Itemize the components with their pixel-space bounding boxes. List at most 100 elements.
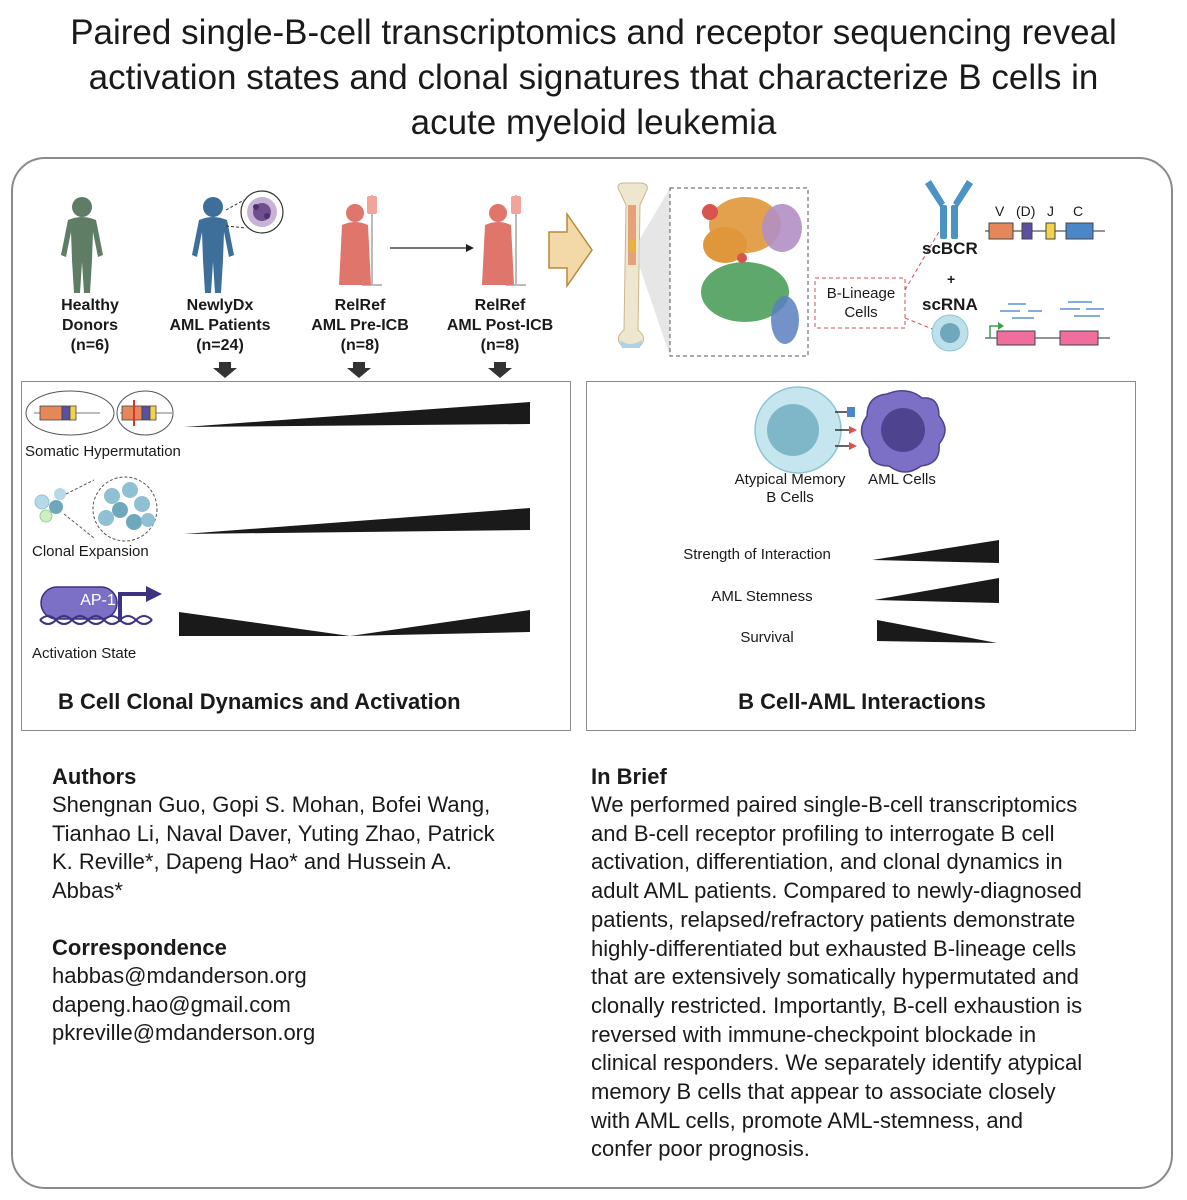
atypical-memory-b-cells-label: Atypical Memory B Cells xyxy=(725,471,855,507)
in-brief-line: with AML cells, promote AML-stemness, an… xyxy=(591,1107,1024,1133)
newlydx-patient-figure xyxy=(192,197,234,293)
plus-sign: + xyxy=(947,271,956,287)
atypical-memory-b-cell-icon xyxy=(754,386,842,474)
scrna-label: scRNA xyxy=(922,295,978,314)
pre-to-post-arrow xyxy=(390,244,474,252)
aml-cells-label: AML Cells xyxy=(868,471,936,488)
right-panel-title: B Cell-AML Interactions xyxy=(738,689,986,714)
in-brief-line: that are extensively somatically hypermu… xyxy=(591,964,1079,990)
authors-line: Tianhao Li, Naval Daver, Yuting Zhao, Pa… xyxy=(52,820,495,846)
in-brief-text: We performed paired single-B-cell transc… xyxy=(591,791,1151,1164)
in-brief-line: confer poor prognosis. xyxy=(591,1136,810,1162)
b-lineage-line: Cells xyxy=(844,304,878,321)
left-panel-title: B Cell Clonal Dynamics and Activation xyxy=(58,689,461,714)
graphical-abstract-title: Paired single-B-cell transcriptomics and… xyxy=(20,10,1167,145)
in-brief-line: activation, differentiation, and clonal … xyxy=(591,849,1063,875)
in-brief-line: reversed with immune-checkpoint blockade… xyxy=(591,1021,1037,1047)
b-lineage-callout xyxy=(814,229,941,331)
cohort-count: (n=6) xyxy=(70,337,110,354)
in-brief-line: and B-cell receptor profiling to interro… xyxy=(591,820,1055,846)
cohort-label-relref-pre: RelRef AML Pre-ICB (n=8) xyxy=(295,296,425,356)
authors-list: Shengnan Guo, Gopi S. Mohan, Bofei Wang,… xyxy=(52,791,572,906)
aml-cell-icon xyxy=(860,390,946,473)
cohort-count: (n=24) xyxy=(196,337,244,354)
clonal-expansion-label: Clonal Expansion xyxy=(32,543,149,560)
survival-label: Survival xyxy=(740,629,794,646)
bone-marrow-icon xyxy=(617,182,670,356)
relref-post-icb-patient-figure xyxy=(482,195,526,286)
activation-state-valley-wedge xyxy=(179,610,530,636)
correspondence-emails: habbas@mdanderson.org dapeng.hao@gmail.c… xyxy=(52,962,572,1048)
cell-label-line: B Cells xyxy=(766,489,814,506)
cell-label-line: Atypical Memory xyxy=(734,471,846,488)
authors-heading: Authors xyxy=(52,764,137,789)
email-link[interactable]: dapeng.hao@gmail.com xyxy=(52,991,291,1017)
cohort-subname: AML Patients xyxy=(169,317,271,334)
cohort-illustrations xyxy=(61,180,1110,378)
activation-state-label: Activation State xyxy=(32,645,137,662)
authors-line: Shengnan Guo, Gopi S. Mohan, Bofei Wang, xyxy=(52,792,491,817)
abstract-frame xyxy=(11,157,1173,1189)
in-brief-line: clonally restricted. Importantly, B-cell… xyxy=(591,992,1083,1018)
umap-plot-icon xyxy=(669,187,809,357)
cohort-count: (n=8) xyxy=(480,337,520,354)
antibody-icon xyxy=(925,180,973,239)
cohort-name: RelRef xyxy=(474,297,526,314)
in-brief-line: memory B cells that appear to associate … xyxy=(591,1079,1056,1105)
segment-d-label: (D) xyxy=(1016,203,1036,219)
authors-section: Authors Shengnan Guo, Gopi S. Mohan, Bof… xyxy=(52,763,572,1048)
down-arrow-icon xyxy=(213,362,512,378)
title-line: acute myeloid leukemia xyxy=(410,103,777,142)
in-brief-line: patients, relapsed/refractory patients d… xyxy=(591,906,1076,932)
email-link[interactable]: pkreville@mdanderson.org xyxy=(52,1020,316,1046)
b-lineage-cells-label: B-Lineage Cells xyxy=(818,284,904,322)
scbcr-label: scBCR xyxy=(922,239,978,258)
cohort-name: RelRef xyxy=(334,297,386,314)
cohort-subname: AML Pre-ICB xyxy=(311,317,409,334)
segment-c-label: C xyxy=(1073,203,1084,219)
b-cell-scrna-icon xyxy=(931,314,969,352)
interaction-strength-wedge xyxy=(872,540,999,563)
cohort-name: Healthy xyxy=(61,297,119,314)
cohort-count: (n=8) xyxy=(340,337,380,354)
rna-transcript-diagram xyxy=(985,301,1110,346)
in-brief-line: highly-differentiated but exhausted B-li… xyxy=(591,935,1077,961)
vdjc-gene-diagram xyxy=(985,222,1105,240)
in-brief-section: In Brief We performed paired single-B-ce… xyxy=(591,763,1151,1164)
authors-line: K. Reville*, Dapeng Hao* and Hussein A. xyxy=(52,849,452,875)
b-cell-aml-panel: Atypical Memory B Cells AML Cells Streng… xyxy=(586,381,1136,731)
clonal-dynamics-panel: AP-1 Somatic Hypermutation Clonal Expans… xyxy=(21,381,571,731)
in-brief-line: adult AML patients. Compared to newly-di… xyxy=(591,878,1082,904)
cohort-label-relref-post: RelRef AML Post-ICB (n=8) xyxy=(430,296,570,356)
b-lineage-line: B-Lineage xyxy=(826,285,896,302)
title-line: Paired single-B-cell transcriptomics and… xyxy=(70,13,1117,52)
title-line: activation states and clonal signatures … xyxy=(88,58,1099,97)
correspondence-heading: Correspondence xyxy=(52,934,227,960)
in-brief-line: clinical responders. We separately ident… xyxy=(591,1050,1083,1076)
strength-of-interaction-label: Strength of Interaction xyxy=(683,546,831,563)
ap1-label: AP-1 xyxy=(80,592,116,609)
segment-j-label: J xyxy=(1047,203,1054,219)
cohort-subname: Donors xyxy=(62,317,118,334)
authors-line: Abbas* xyxy=(52,878,123,904)
ap1-activation-icon xyxy=(39,586,162,625)
clonal-expansion-increase-wedge xyxy=(184,508,530,534)
cohort-name: NewlyDx xyxy=(186,297,254,314)
aml-cell-magnified-icon xyxy=(225,190,284,234)
healthy-donor-figure xyxy=(61,197,103,293)
segment-v-label: V xyxy=(995,203,1005,219)
somatic-hypermutation-label: Somatic Hypermutation xyxy=(25,443,181,460)
interaction-graphic xyxy=(754,386,999,643)
survival-decrease-wedge xyxy=(877,620,997,643)
in-brief-heading: In Brief xyxy=(591,764,667,789)
email-link[interactable]: habbas@mdanderson.org xyxy=(52,962,307,988)
relref-pre-icb-patient-figure xyxy=(339,195,382,286)
aml-stemness-label: AML Stemness xyxy=(711,588,813,605)
clonal-expansion-icon xyxy=(34,476,158,542)
cohort-label-healthy: Healthy Donors (n=6) xyxy=(35,296,145,356)
hypermutation-icon xyxy=(25,390,174,436)
cohort-label-newlydx: NewlyDx AML Patients (n=24) xyxy=(155,296,285,356)
cohort-subname: AML Post-ICB xyxy=(446,317,554,334)
aml-stemness-wedge xyxy=(874,578,999,603)
in-brief-line: We performed paired single-B-cell transc… xyxy=(591,792,1078,817)
